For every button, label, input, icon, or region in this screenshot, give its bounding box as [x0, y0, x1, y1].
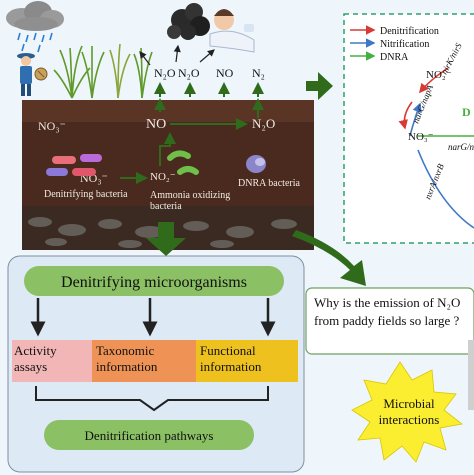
- farmer-icon: [17, 53, 48, 96]
- gas-label-n2o-2: N₂O: [178, 66, 200, 80]
- soil-no: NO: [146, 117, 166, 132]
- legend-denitrification: Denitrification: [380, 26, 439, 37]
- arrow-to-cycle: [306, 72, 333, 100]
- label-ammonia-oxidizing-2: bacteria: [150, 201, 182, 212]
- soil-n2o: N₂O: [252, 116, 275, 131]
- soil-no2: NO₂⁻: [150, 171, 176, 183]
- question-text: Why is the emission of N₂O from paddy fi…: [314, 295, 461, 328]
- microbial-interactions-label: Microbial interactions: [378, 396, 440, 427]
- activity-box: [12, 340, 92, 382]
- legend-nitrification: Nitrification: [380, 39, 429, 50]
- legend-dnra: DNRA: [380, 52, 409, 63]
- arrow-down-to-flow: [146, 222, 186, 256]
- label-dnra-bacteria: DNRA bacteria: [238, 178, 300, 189]
- taxonomic-box: [92, 340, 196, 382]
- pathways-pill: [44, 420, 254, 450]
- pathways-label: Denitrification pathways: [85, 428, 214, 443]
- cycle-narg-right-label: narG/n: [448, 142, 474, 152]
- cycle-legend: Denitrification Nitrification DNRA: [350, 25, 439, 63]
- dnra-bacteria-icon: [246, 155, 266, 173]
- question-box: [305, 287, 474, 355]
- sick-person-icon: [209, 9, 255, 53]
- cloud-rain-icon: [6, 1, 64, 53]
- rice-plant-icon: [53, 43, 153, 99]
- arrow-to-question: [292, 230, 366, 286]
- edge-decoration: [468, 340, 474, 410]
- cycle-no3: NO₃⁻: [408, 131, 434, 143]
- soil-no3-left: NO₃⁻: [38, 119, 66, 133]
- smoke-icon: [167, 3, 210, 40]
- functional-label: Functional information: [200, 343, 262, 374]
- activity-label: Activity assays: [14, 343, 57, 374]
- ammonia-oxidizing-bacteria-icon: [167, 150, 199, 175]
- cycle-dnra-partial: D: [462, 105, 471, 119]
- taxonomic-label: Taxonomic information: [96, 343, 158, 374]
- denitrifying-bacteria-icon: [46, 154, 102, 176]
- cycle-panel: [343, 13, 474, 244]
- functional-box: [196, 340, 298, 382]
- label-denitrifying-bacteria: Denitrifying bacteria: [44, 189, 128, 200]
- gas-label-no: NO: [216, 66, 234, 80]
- label-ammonia-oxidizing-1: Ammonia oxidizing: [150, 190, 230, 201]
- title-pill: [24, 266, 284, 296]
- gas-label-n2: N₂: [252, 66, 265, 80]
- starburst-shape: [351, 361, 463, 463]
- brace: [35, 386, 269, 412]
- gas-label-n2o-1: N₂O: [154, 66, 176, 80]
- cycle-no2: NO₂⁻: [426, 69, 452, 81]
- flow-title: Denitrifying microorganisms: [61, 274, 247, 291]
